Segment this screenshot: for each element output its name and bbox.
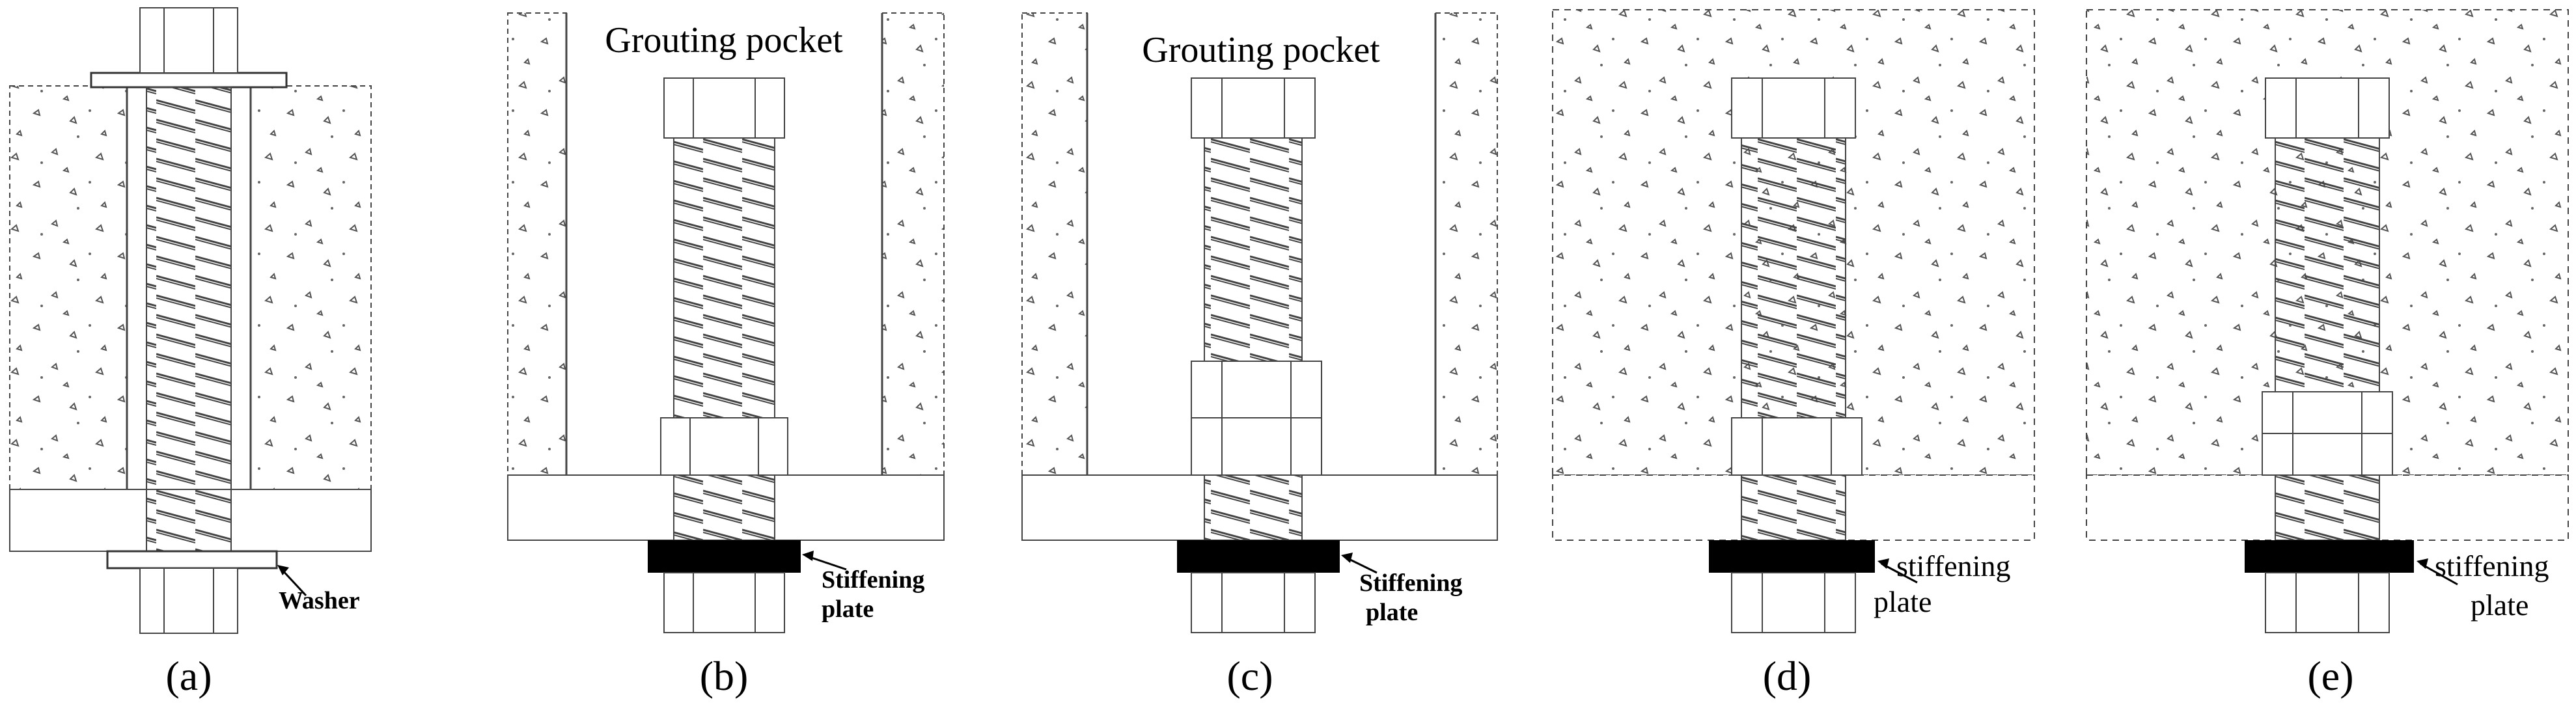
panel-c: Grouting pocket Stiffening plate (c) [1021,12,1498,699]
panel-a: Washer (a) [9,7,372,699]
bottom-nut-b [660,417,788,476]
bolt-shank-e [2275,137,2380,392]
panel-caption-e: (e) [2307,653,2353,699]
grouting-pocket-title-c: Grouting pocket [1142,30,1380,70]
plate-arrow-e [2420,562,2458,586]
panel-caption-d: (d) [1763,653,1812,699]
stiffening-label-e: stiffening [2435,549,2549,582]
bolt-lower-c [1204,474,1303,541]
bolt-lower-e [2275,474,2380,541]
end-nut-b [663,572,785,633]
concrete-right-b [881,12,945,476]
plate-arrowhead-d [1877,558,1889,569]
plate-arrowhead-c [1341,553,1353,563]
panel-b: Grouting pocket Stiffening plate (b) [507,12,945,699]
middle-nut-e [2262,391,2393,434]
bottom-nut-e [2262,433,2393,476]
stiffening-label-d: stiffening [1896,549,2010,582]
panel-caption-c: (c) [1226,653,1273,699]
plate-arrow-d [1881,562,1918,584]
bottom-nut-d [1731,417,1863,476]
top-nut-b [663,77,785,139]
bolt-shank-a [146,87,232,555]
concrete-left-b [507,12,567,476]
top-nut-d [1731,77,1856,139]
plate-arrowhead-b [802,551,814,561]
panel-caption-b: (b) [700,653,749,699]
middle-nut-c [1191,361,1322,418]
end-nut-e [2265,572,2390,633]
bottom-washer-a [106,550,278,569]
plate-label-d: plate [1874,585,1932,618]
washer-label: Washer [279,587,360,614]
bolt-shank-b [673,137,775,418]
stiffening-plate-b [648,540,801,573]
bolt-shank-c [1204,137,1303,362]
end-nut-d [1731,572,1856,633]
top-nut-a [139,7,238,74]
bottom-nut-a [139,568,238,634]
bolt-lower-d [1741,474,1846,541]
plate-arrowhead-e [2417,558,2428,569]
stiffening-plate-c [1177,540,1340,573]
stiffening-plate-d [1709,540,1875,573]
top-nut-c [1191,77,1316,139]
end-nut-c [1191,572,1316,633]
concrete-right-c [1435,12,1498,476]
stiffening-plate-e [2245,540,2414,573]
plate-label-c: plate [1366,599,1418,626]
top-nut-e [2265,77,2390,139]
concrete-right-a [250,85,372,490]
panel-caption-a: (a) [165,653,212,699]
washer-arrowhead-a [277,565,289,575]
bolt-lower-b [673,474,775,541]
stiffening-label-c: Stiffening [1359,569,1462,597]
plate-label-b: plate [822,596,874,623]
bottom-nut-c [1191,417,1322,476]
panel-d: stiffening plate (d) [1552,9,2035,699]
bolt-shank-d [1741,137,1846,418]
top-washer-a [90,72,288,89]
grouting-pocket-title-b: Grouting pocket [605,20,843,61]
stiffening-label-b: Stiffening [822,566,924,594]
panel-e: stiffening plate (e) [2086,9,2569,699]
concrete-left-a [9,85,128,490]
concrete-left-c [1021,12,1088,476]
plate-label-e: plate [2471,588,2528,622]
